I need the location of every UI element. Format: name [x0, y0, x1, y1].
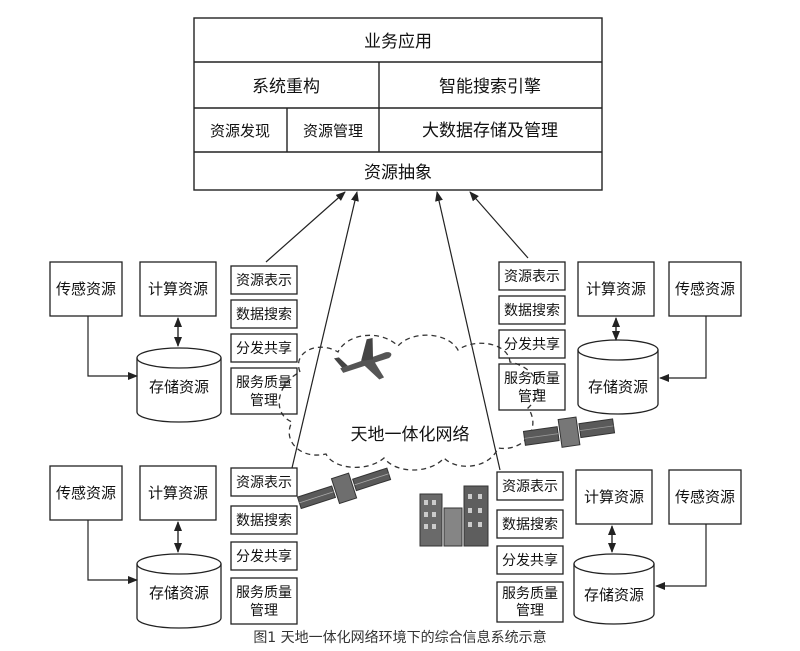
- satellite-icon-right: [522, 416, 616, 448]
- node-bottom-left: 传感资源 计算资源 存储资源 资源表示 数据搜索 分发共享 服务质量 管理: [49, 465, 298, 629]
- resource-abstraction-layer: 资源抽象: [364, 163, 432, 183]
- compute-resource: 计算资源: [148, 484, 208, 502]
- bigdata-storage-layer: 大数据存储及管理: [422, 121, 558, 141]
- buildings-icon: [419, 485, 489, 547]
- smart-search-engine-layer: 智能搜索引擎: [439, 77, 541, 97]
- service-resource-representation: 资源表示: [502, 479, 558, 495]
- arrow-node-br: [435, 191, 501, 471]
- storage-resource: 存储资源: [149, 378, 209, 396]
- storage-resource: 存储资源: [584, 586, 644, 604]
- satellite-icon-left: [296, 467, 392, 510]
- storage-resource: 存储资源: [588, 378, 648, 396]
- service-qos-line2: 管理: [250, 393, 278, 409]
- service-resource-representation: 资源表示: [236, 475, 292, 491]
- uplink-arrows: [265, 191, 529, 471]
- storage-resource: 存储资源: [149, 584, 209, 602]
- resource-management-layer: 资源管理: [303, 122, 363, 140]
- service-distribution-sharing: 分发共享: [236, 340, 292, 357]
- service-distribution-sharing: 分发共享: [504, 336, 560, 353]
- service-qos-line1: 服务质量: [504, 371, 560, 387]
- service-resource-representation: 资源表示: [236, 273, 292, 289]
- network-cloud: [278, 334, 539, 471]
- node-top-left: 传感资源 计算资源 存储资源 资源表示 数据搜索 分发共享 服务质量 管理: [49, 261, 298, 423]
- sensing-resource: 传感资源: [675, 488, 735, 506]
- node-bottom-right: 资源表示 数据搜索 分发共享 服务质量 管理 计算资源 传感资源 存储资源: [496, 469, 742, 625]
- service-qos-line2: 管理: [516, 603, 544, 619]
- sensing-resource: 传感资源: [675, 280, 735, 298]
- arrow-node-tr: [469, 191, 529, 259]
- arrow-node-bl: [291, 191, 359, 469]
- service-data-search: 数据搜索: [236, 512, 292, 529]
- sensing-resource: 传感资源: [56, 484, 116, 502]
- arrow-node-tl: [265, 191, 346, 263]
- compute-resource: 计算资源: [148, 280, 208, 298]
- figure-caption: 图1 天地一体化网络环境下的综合信息系统示意: [253, 629, 546, 646]
- node-top-right: 资源表示 数据搜索 分发共享 服务质量 管理 计算资源 传感资源 存储资源: [498, 261, 742, 415]
- service-qos-line2: 管理: [518, 389, 546, 405]
- sensing-resource: 传感资源: [56, 280, 116, 298]
- service-qos-line1: 服务质量: [502, 586, 558, 602]
- airplane-icon: [333, 337, 392, 380]
- service-data-search: 数据搜索: [236, 306, 292, 323]
- system-reconstruct-layer: 系统重构: [252, 77, 320, 97]
- service-qos-line2: 管理: [250, 603, 278, 619]
- service-qos-line1: 服务质量: [236, 375, 292, 391]
- service-qos-line1: 服务质量: [236, 585, 292, 601]
- network-label: 天地一体化网络: [351, 425, 470, 445]
- resource-discovery-layer: 资源发现: [210, 122, 270, 140]
- service-distribution-sharing: 分发共享: [236, 548, 292, 565]
- service-distribution-sharing: 分发共享: [502, 552, 558, 569]
- service-data-search: 数据搜索: [504, 302, 560, 319]
- service-data-search: 数据搜索: [502, 516, 558, 533]
- compute-resource: 计算资源: [586, 280, 646, 298]
- service-resource-representation: 资源表示: [504, 269, 560, 285]
- top-stack: [193, 17, 603, 191]
- compute-resource: 计算资源: [584, 488, 644, 506]
- business-layer: 业务应用: [364, 32, 432, 52]
